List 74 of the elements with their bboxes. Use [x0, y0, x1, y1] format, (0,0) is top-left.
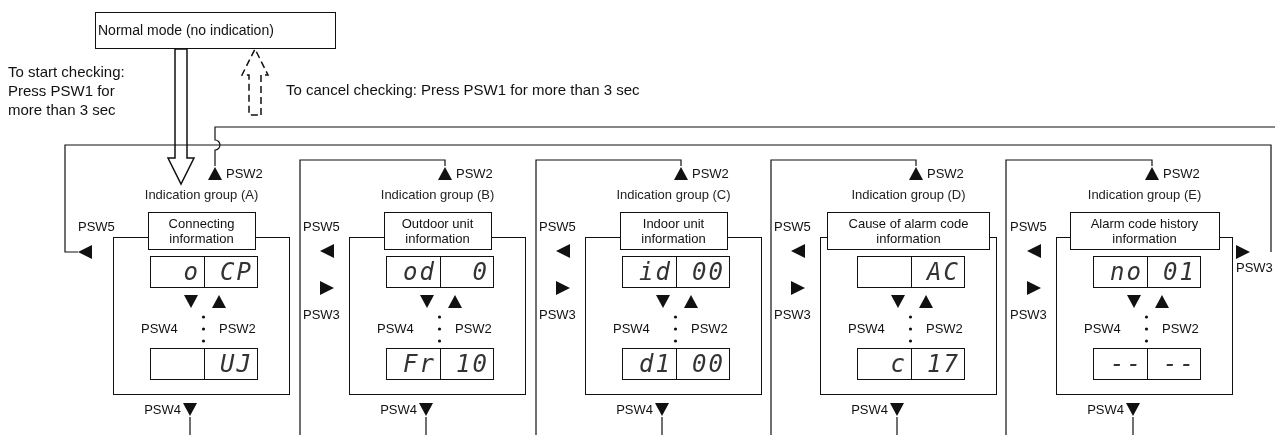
display-segment: 0	[440, 256, 494, 288]
connector	[425, 416, 427, 435]
switch-label: PSW4	[1087, 402, 1124, 417]
switch-label: PSW3	[539, 307, 576, 322]
switch-label: PSW2	[226, 166, 263, 181]
display-segment: Fr	[386, 348, 441, 380]
switch-label: PSW2	[1163, 166, 1200, 181]
switch-label: PSW3	[303, 307, 340, 322]
group-heading: Indication group (A)	[143, 187, 260, 203]
display-segment: 10	[440, 348, 494, 380]
connector	[1132, 416, 1134, 435]
switch-label: PSW4	[141, 321, 178, 336]
switch-label: PSW2	[927, 166, 964, 181]
switch-label: PSW3	[1236, 260, 1273, 275]
switch-label: PSW2	[219, 321, 256, 336]
connector	[1005, 159, 1153, 435]
connector	[214, 126, 1275, 167]
switch-label: PSW4	[848, 321, 885, 336]
switch-label: PSW4	[1084, 321, 1121, 336]
switch-label: PSW4	[616, 402, 653, 417]
display-segment	[150, 348, 205, 380]
switch-label: PSW3	[1010, 307, 1047, 322]
group-title: Alarm code history information	[1069, 212, 1220, 250]
display-segment: 01	[1147, 256, 1201, 288]
connector	[535, 159, 682, 435]
group-title: Outdoor unit information	[383, 212, 492, 250]
group-heading: Indication group (B)	[379, 187, 496, 203]
connector	[661, 416, 663, 435]
display-segment: d1	[622, 348, 677, 380]
display-segment: 17	[911, 348, 965, 380]
display-segment: o	[150, 256, 205, 288]
block-arrow	[166, 48, 196, 186]
connector	[189, 416, 191, 435]
switch-label: PSW5	[774, 219, 811, 234]
group-title: Indoor unit information	[619, 212, 728, 250]
switch-label: PSW2	[926, 321, 963, 336]
switch-label: PSW4	[380, 402, 417, 417]
group-heading: Indication group (C)	[615, 187, 732, 203]
connector	[64, 144, 1272, 253]
switch-label: PSW4	[144, 402, 181, 417]
display-segment: 00	[676, 256, 730, 288]
connector	[299, 159, 446, 435]
switch-label: PSW5	[303, 219, 340, 234]
switch-label: PSW2	[456, 166, 493, 181]
display-segment: UJ	[204, 348, 258, 380]
switch-label: PSW4	[613, 321, 650, 336]
group-heading: Indication group (D)	[850, 187, 967, 203]
display-segment: od	[386, 256, 441, 288]
connector	[770, 159, 917, 435]
switch-label: PSW2	[691, 321, 728, 336]
switch-label: PSW2	[692, 166, 729, 181]
switch-label: PSW5	[78, 219, 115, 234]
group-heading: Indication group (E)	[1086, 187, 1203, 203]
display-segment: CP	[204, 256, 258, 288]
switch-label: PSW4	[851, 402, 888, 417]
connector	[896, 416, 898, 435]
switch-label: PSW2	[1162, 321, 1199, 336]
group-title: Connecting information	[147, 212, 256, 250]
switch-label: PSW2	[455, 321, 492, 336]
mode-box: Normal mode (no indication)	[95, 12, 336, 49]
group-title: Cause of alarm code information	[827, 212, 990, 250]
block-arrow	[240, 47, 270, 116]
display-segment	[857, 256, 912, 288]
switch-label: PSW4	[377, 321, 414, 336]
display-segment: AC	[911, 256, 965, 288]
display-segment: id	[622, 256, 677, 288]
display-segment: 00	[676, 348, 730, 380]
switch-label: PSW5	[539, 219, 576, 234]
switch-label: PSW5	[1010, 219, 1047, 234]
display-segment: --	[1093, 348, 1148, 380]
switch-label: PSW3	[774, 307, 811, 322]
display-segment: --	[1147, 348, 1201, 380]
display-segment: c	[857, 348, 912, 380]
display-segment: no	[1093, 256, 1148, 288]
